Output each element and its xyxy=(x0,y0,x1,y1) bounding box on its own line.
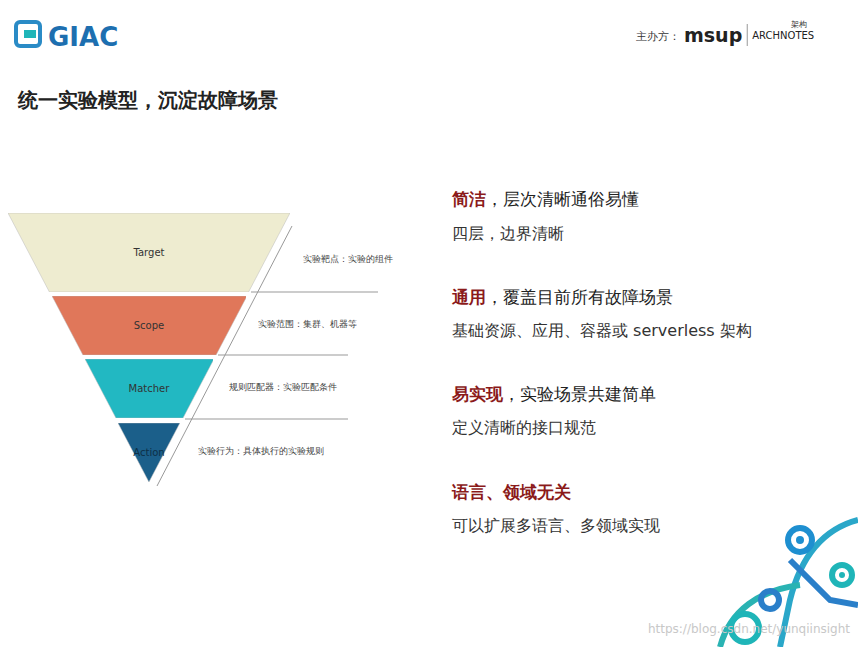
logo-icon xyxy=(16,22,40,46)
pyramid-band: Action xyxy=(118,423,180,482)
point-heading: 语言、领域无关 xyxy=(452,482,571,502)
pyramid-band: Matcher xyxy=(85,359,214,418)
point-heading: 易实现 xyxy=(452,384,503,404)
layer-note: 实验行为：具体执行的实验规则 xyxy=(198,446,324,457)
logo-text: GIAC xyxy=(48,22,118,53)
point-heading: 通用 xyxy=(452,287,486,307)
layer-note: 规则匹配器：实验匹配条件 xyxy=(229,382,337,393)
point-heading: ，实验场景共建简单 xyxy=(503,384,656,404)
layer-note: 实验范围：集群、机器等 xyxy=(258,319,357,330)
band-label: Target xyxy=(134,247,165,258)
watermark: https://blog.csdn.net/yunqiinsight xyxy=(648,622,850,636)
point-heading: ，层次清晰通俗易懂 xyxy=(486,189,639,209)
band-label: Scope xyxy=(134,320,164,331)
sponsor-name: msup xyxy=(684,24,742,47)
band-label: Action xyxy=(133,447,164,458)
point-body: 基础资源、应用、容器或 serverless 架构 xyxy=(452,321,752,340)
logo-icon xyxy=(24,30,36,38)
organizer-label: 主办方： xyxy=(636,30,680,43)
separator xyxy=(747,24,748,46)
pyramid-band: Scope xyxy=(52,296,247,355)
point-body: 定义清晰的接口规范 xyxy=(452,418,596,437)
slide-title: 统一实验模型，沉淀故障场景 xyxy=(18,88,278,112)
point-heading: 简洁 xyxy=(452,189,486,209)
band-label: Matcher xyxy=(129,383,170,394)
point-heading: ，覆盖目前所有故障场景 xyxy=(486,287,673,307)
sponsor-name: 架构 xyxy=(791,20,807,30)
pyramid-band: Target xyxy=(8,213,290,292)
sponsor-name: ARCHNOTES xyxy=(752,30,814,42)
layer-note: 实验靶点：实验的组件 xyxy=(303,254,393,265)
point-body: 可以扩展多语言、多领域实现 xyxy=(452,516,660,535)
point-body: 四层，边界清晰 xyxy=(452,224,564,243)
